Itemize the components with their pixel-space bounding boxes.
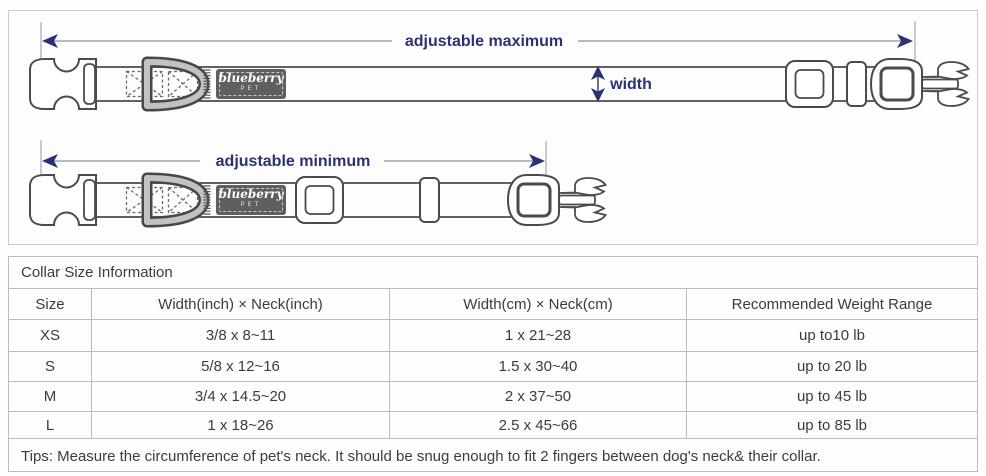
brand-sub: PET	[240, 202, 262, 208]
inch-cell: 5/8 x 12~16	[91, 352, 389, 381]
size-cell: XS	[39, 327, 60, 344]
collar-size-table: Collar Size Information Size Width(inch)…	[8, 256, 978, 472]
adjustable-maximum-label: adjustable maximum	[404, 33, 564, 50]
adjustable-minimum-label: adjustable minimum	[215, 153, 371, 170]
keeper-loop-min	[419, 177, 440, 223]
col-header-width-inch: Width(inch) × Neck(inch)	[91, 289, 389, 319]
brand-label-min: blueberry PET	[216, 185, 286, 215]
table-row: L 1 x 18~26 2.5 x 45~66 up to 85 lb	[9, 411, 977, 438]
table-row: S 5/8 x 12~16 1.5 x 30~40 up to 20 lb	[9, 351, 977, 381]
strap-max	[96, 66, 890, 102]
brand-label-max: blueberry PET	[216, 69, 286, 99]
brand-sub: PET	[240, 86, 262, 92]
table-row: XS 3/8 x 8~11 1 x 21~28 up to10 lb	[9, 319, 977, 351]
col-header-weight: Recommended Weight Range	[686, 289, 977, 319]
collar-diagram-panel	[8, 10, 978, 245]
male-buckle-max	[869, 57, 970, 111]
inch-cell: 3/8 x 8~11	[91, 320, 389, 351]
table-title: Collar Size Information	[21, 264, 173, 281]
brand-label-dashed-border	[219, 188, 283, 212]
arrowheads-max	[42, 34, 913, 48]
male-buckle-min	[506, 173, 607, 227]
weight-cell: up to 20 lb	[686, 352, 977, 381]
size-cell: M	[43, 388, 57, 405]
tri-glide-slider-min	[295, 176, 344, 224]
cm-cell: 2 x 37~50	[389, 382, 686, 411]
keeper-loop-max	[846, 61, 867, 107]
cm-cell: 1.5 x 30~40	[389, 352, 686, 381]
brand-name: blueberry	[218, 187, 284, 201]
size-cell: L	[45, 416, 55, 434]
tips-text: Tips: Measure the circumference of pet's…	[21, 447, 821, 465]
arrowheads-min	[42, 154, 545, 168]
table-header-row: Size Width(inch) × Neck(inch) Width(cm) …	[9, 288, 977, 319]
brand-label-dashed-border	[219, 72, 283, 96]
width-label: width	[610, 76, 652, 93]
weight-cell: up to 85 lb	[686, 412, 977, 438]
inch-cell: 1 x 18~26	[91, 412, 389, 438]
inch-cell: 3/4 x 14.5~20	[91, 382, 389, 411]
size-cell: S	[44, 358, 55, 375]
collar-diagrams	[0, 21, 970, 250]
table-row: M 3/4 x 14.5~20 2 x 37~50 up to 45 lb	[9, 381, 977, 411]
tri-glide-slider-max	[785, 60, 834, 108]
cm-cell: 2.5 x 45~66	[389, 412, 686, 438]
col-header-width-cm: Width(cm) × Neck(cm)	[389, 289, 686, 319]
brand-name: blueberry	[218, 71, 284, 85]
weight-cell: up to10 lb	[686, 320, 977, 351]
cm-cell: 1 x 21~28	[389, 320, 686, 351]
col-header-size: Size	[35, 295, 65, 313]
weight-cell: up to 45 lb	[686, 382, 977, 411]
